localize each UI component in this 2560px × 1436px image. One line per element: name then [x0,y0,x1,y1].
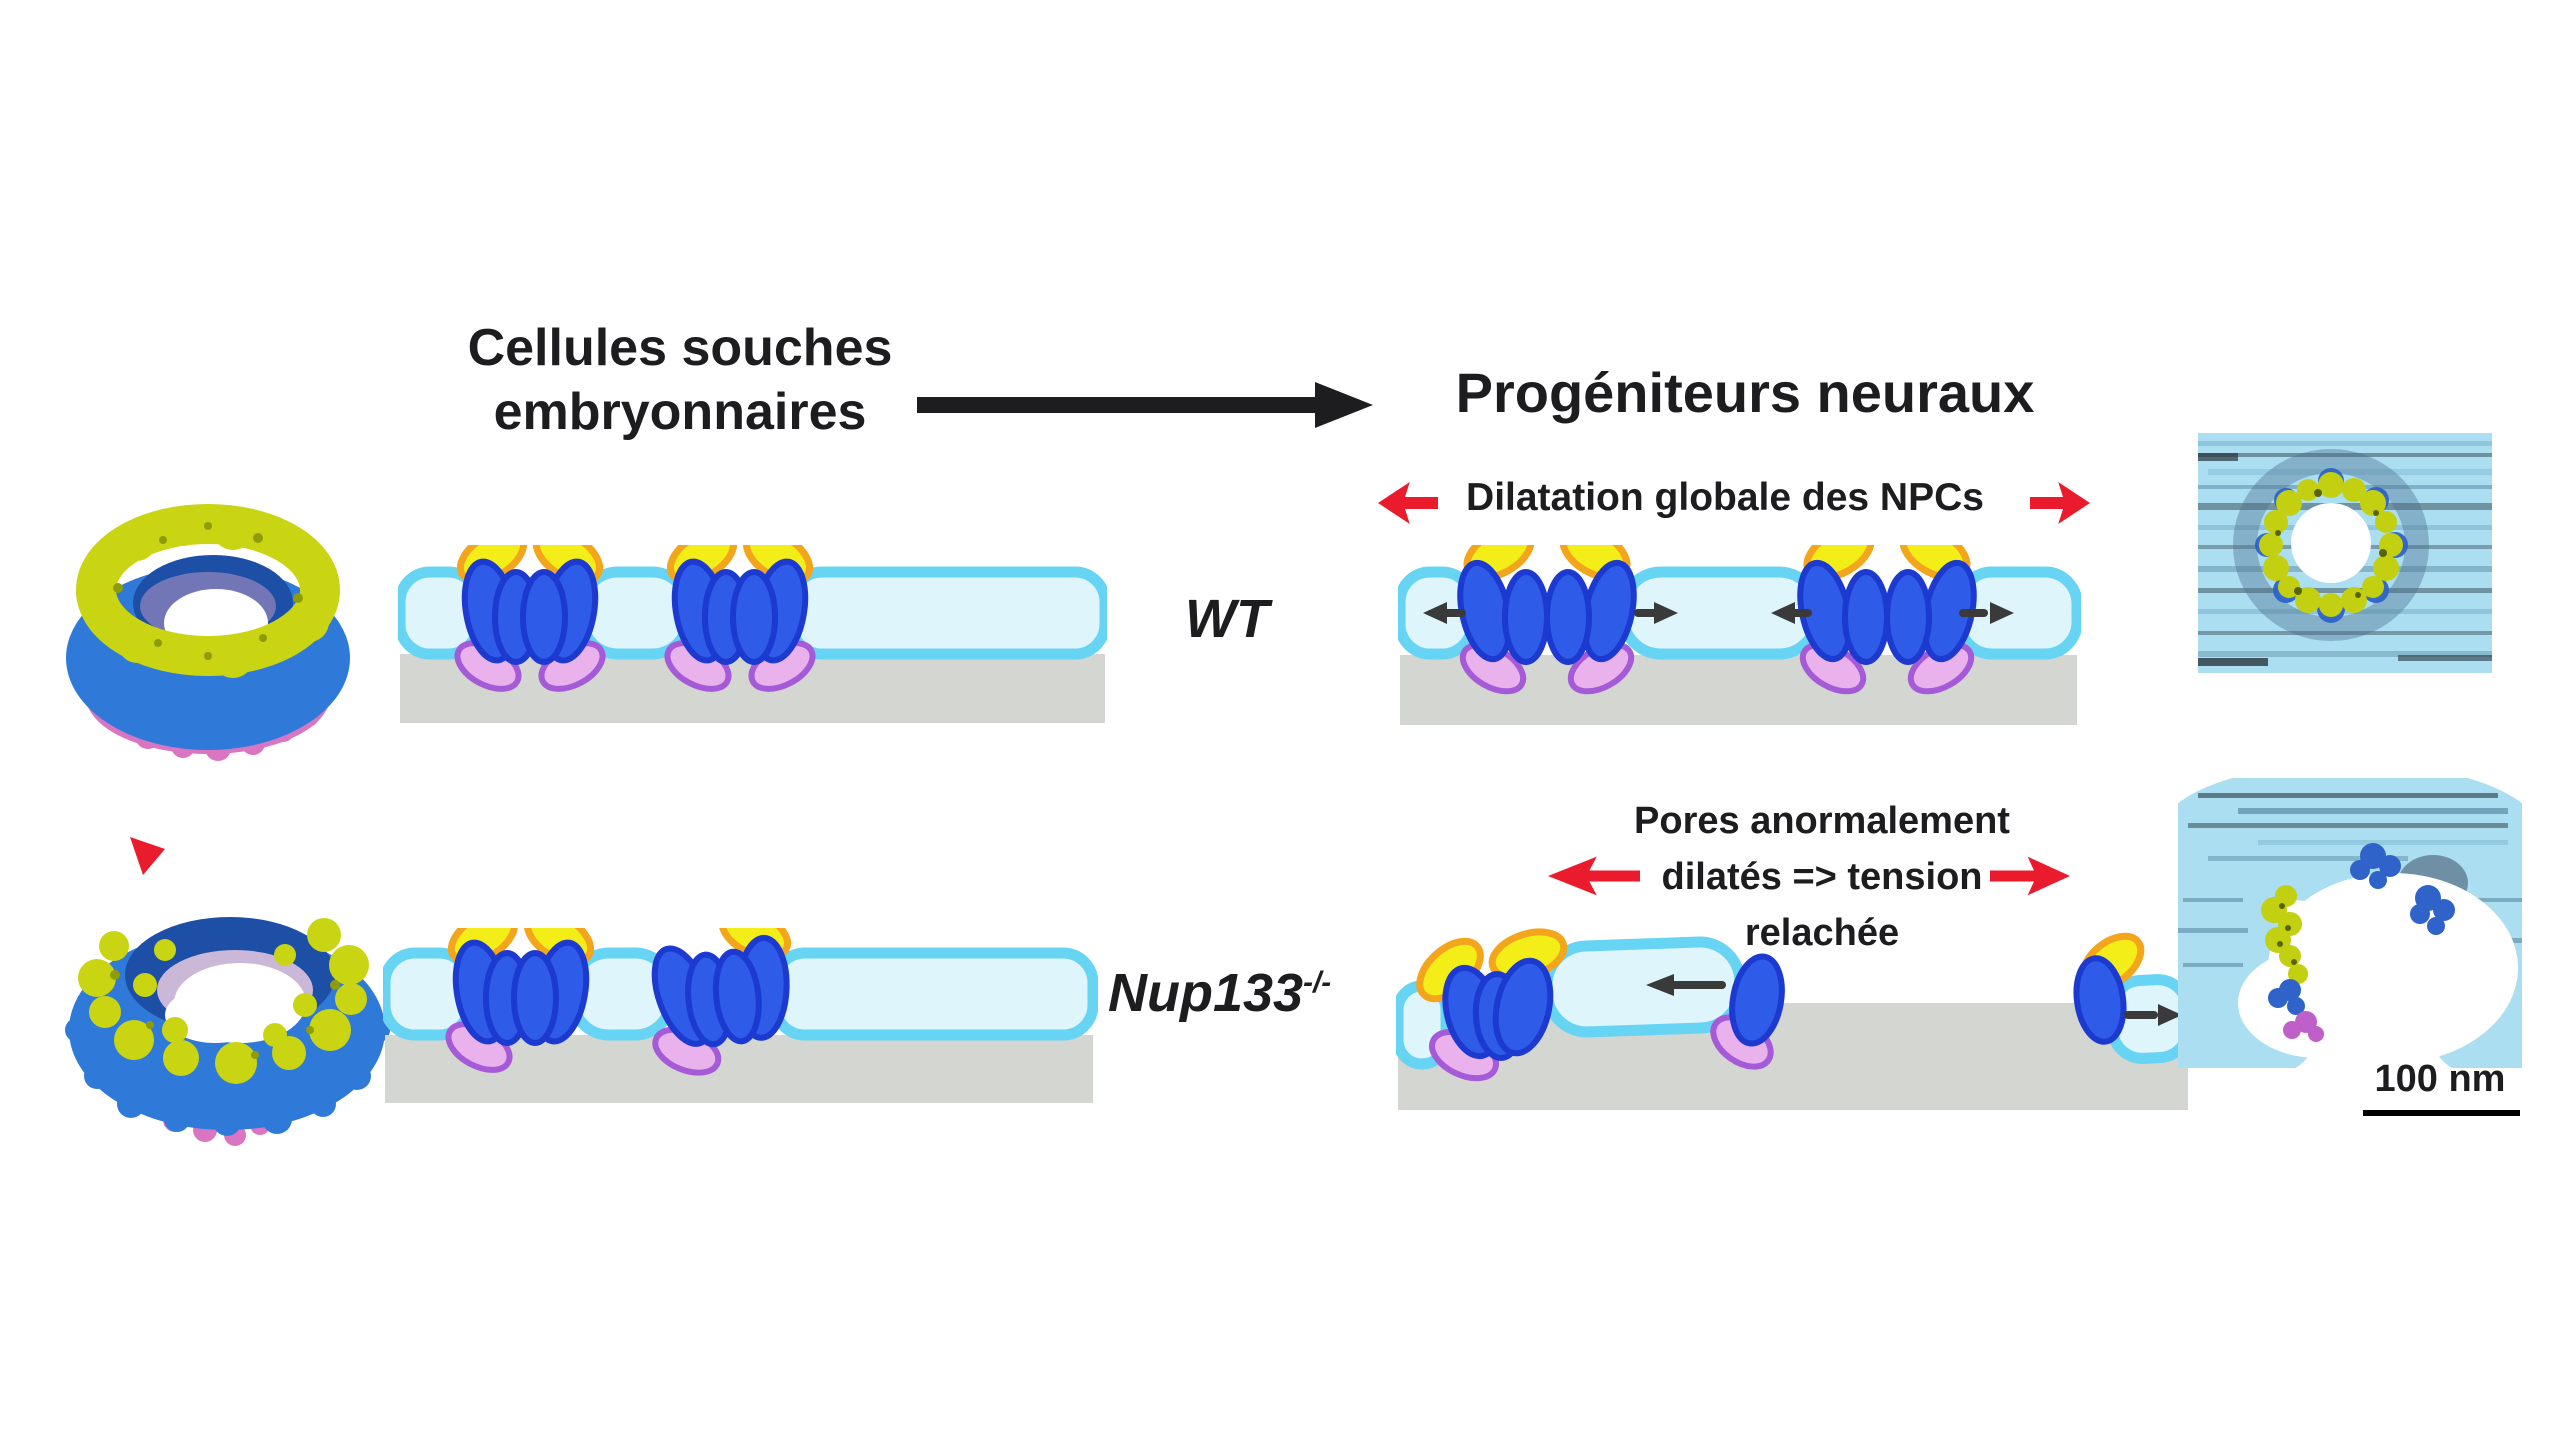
membrane-diagram-esc-nup133 [383,928,1098,1103]
drifting-npc-subunits [1710,932,2145,1070]
row-label-nup133: Nup133-/- [1108,962,1331,1024]
transition-arrow-icon [917,382,1373,428]
title-esc-line1: Cellules souches [467,319,893,377]
scale-bar-label: 100 nm [2374,1058,2506,1100]
red-right-arrow-icon [2030,482,2090,524]
em-pore-halo [2233,449,2429,641]
row-label-nup133-sup: -/- [1303,966,1332,999]
row-label-nup133-base: Nup133 [1108,963,1304,1023]
em-rupture-opening-2 [2238,948,2398,1058]
pore-channel-hole-2 [165,987,265,1043]
annotation-pores-line1: Pores anormalement [1634,800,2010,842]
em-npc-remnant-yellow [2261,885,2308,984]
annotation-pores-line2: dilatés => tension [1661,855,1983,898]
title-neural-progenitors: Progéniteurs neuraux [1455,361,2035,424]
npc-3d-render-nup133 [65,837,390,1146]
red-left-arrow-icon [1548,856,1640,896]
title-esc: Cellules souches embryonnaires [420,316,940,445]
em-tomogram-nup133 [2178,778,2522,1068]
em-pore-hole [2291,503,2371,583]
cytoplasmic-ring-yellow-with-gap [78,918,369,1084]
cytoplasmic-ring-yellow [76,504,340,678]
title-esc-line2: embryonnaires [493,383,867,442]
red-right-arrow-icon [1990,856,2070,896]
membrane-diagram-np-wt [1398,545,2081,725]
membrane-tension-arrows-icon [1423,602,2014,624]
em-npc-remnant-blue [2268,843,2455,1015]
annotation-dilatation: Dilatation globale des NPCs [1466,476,1984,519]
em-tomogram-wt [2198,433,2492,673]
red-arrowhead-icon [130,837,165,875]
membrane-diagram-np-nup133 [1396,928,2190,1110]
row-label-wt: WT [1185,589,1269,649]
red-left-arrow-icon [1378,482,1438,524]
annotation-pores-line3: relachée [1744,911,1900,954]
npc-3d-render-wt [66,504,350,761]
membrane-retraction-arrows-icon [1646,974,2182,1026]
scale-bar-line [2363,1110,2520,1116]
disassembled-npc-cluster [1416,928,1568,1082]
em-npc-ring-yellow [2259,472,2403,617]
membrane-diagram-esc-wt [398,545,1107,723]
em-npc-remnant-magenta [2283,1011,2324,1042]
annotation-pores: Pores anormalement dilatés => tension re… [1622,794,2022,962]
nuclear-envelope-fragments [1396,936,2190,1070]
